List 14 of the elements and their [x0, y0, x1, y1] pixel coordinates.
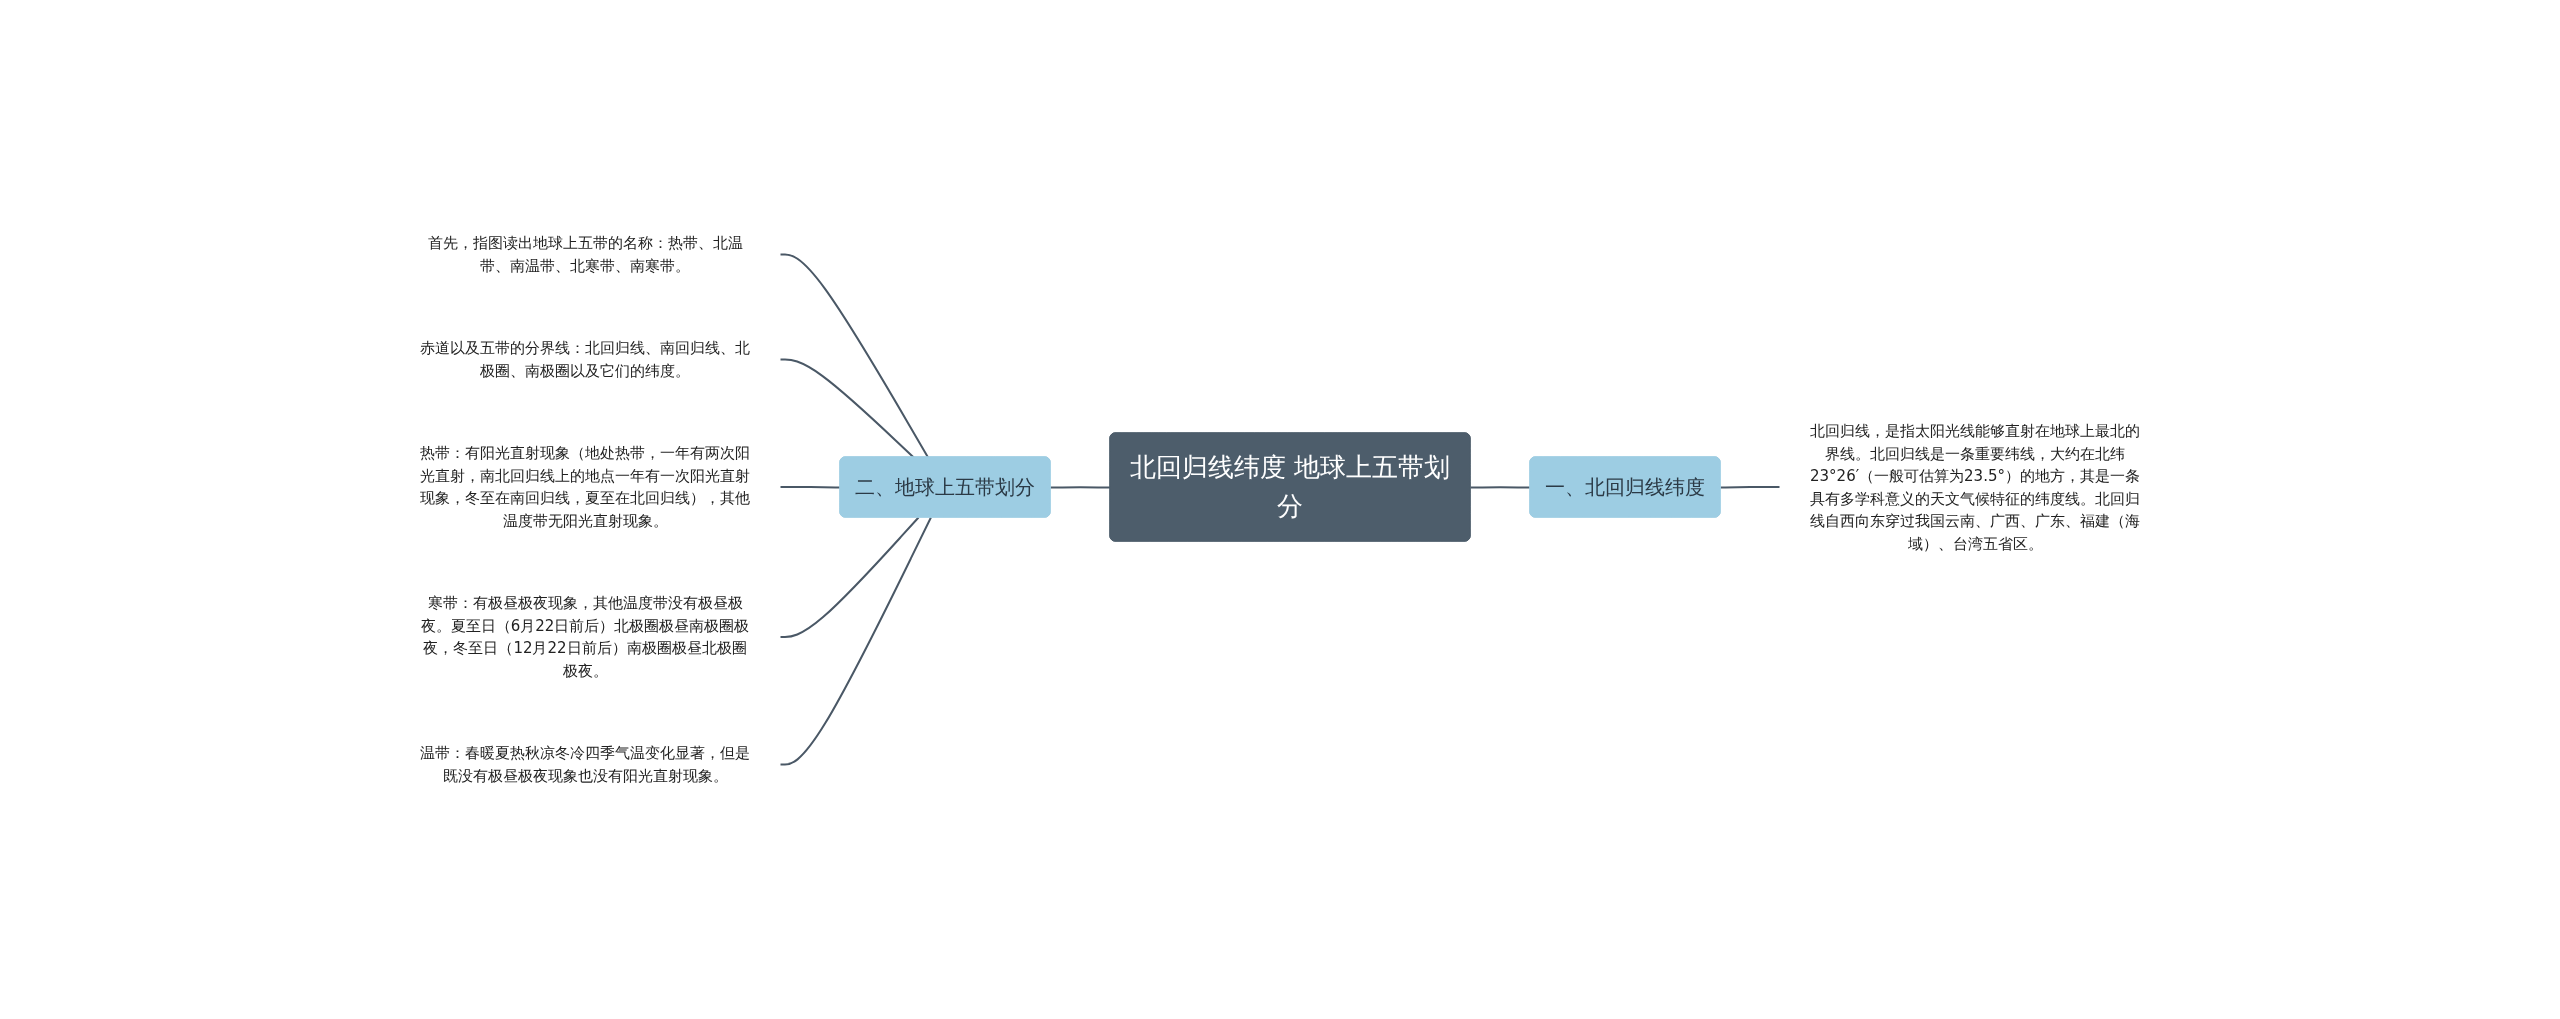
connector [1049, 486, 1112, 489]
connector [1469, 486, 1532, 489]
connector [779, 253, 930, 459]
node-text: 赤道以及五带的分界线：北回归线、南回归线、北极圈、南极圈以及它们的纬度。 [420, 339, 750, 380]
connector [779, 358, 915, 459]
connector [779, 486, 842, 489]
connector [1719, 486, 1781, 489]
node-text: 北回归线，是指太阳光线能够直射在地球上最北的界线。北回归线是一条重要纬线，大约在北纬23°26′（一般可估算为23.5°）的地方，其是一条具有多学科意义的天文气候特征的纬度线。北回归线自西向东穿过我国云南、广西、广东、福建（海域）、台湾五省区。 [1810, 421, 2140, 552]
node-text: 寒带：有极昼极夜现象，其他温度带没有极昼极夜。夏至日（6月22日前后）北极圈极昼南极圈极夜，冬至日（12月22日前后）南极圈极昼北极圈极夜。 [420, 594, 750, 680]
node-text: 首先，指图读出地球上五带的名称：热带、北温带、南温带、北寒带、南寒带。 [427, 234, 743, 275]
node-text: 温带：春暖夏热秋凉冬冷四季气温变化显著，但是既没有极昼极夜现象也没有阳光直射现象。 [420, 744, 750, 785]
connector [779, 516, 920, 638]
connector [779, 516, 932, 766]
node-text: 热带：有阳光直射现象（地处热带，一年有两次阳光直射，南北回归线上的地点一年有一次阳光直射现象，冬至在南回归线，夏至在北回归线），其他温度带无阳光直射现象。 [420, 444, 750, 530]
